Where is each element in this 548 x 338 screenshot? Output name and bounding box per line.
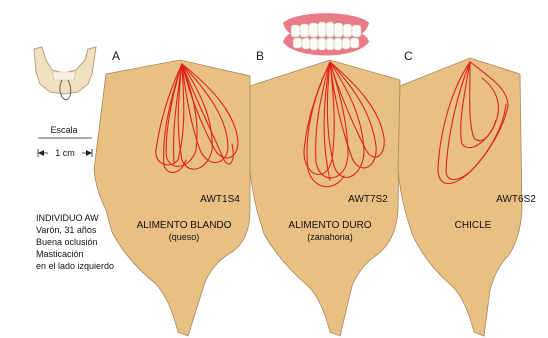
scale-bar: Escala 1 cm (38, 125, 92, 158)
panel-c-letter: C (404, 49, 413, 63)
scale-title: Escala (50, 125, 77, 135)
panel-b-code: AWT7S2 (348, 194, 388, 205)
panel-c-title: CHICLE (455, 220, 492, 231)
panel-c-code: AWT6S2 (496, 194, 536, 205)
panel-a-code: AWT1S4 (200, 194, 240, 205)
panel-b-subtitle: (zanahoria) (307, 232, 353, 242)
mandible-icon (34, 47, 96, 100)
subject-line-2: Varón, 31 años (36, 225, 97, 235)
subject-info: INDIVIDUO AW Varón, 31 años Buena oclusi… (36, 213, 114, 271)
subject-line-1: INDIVIDUO AW (36, 213, 99, 223)
subject-line-5: en el lado izquierdo (36, 261, 114, 271)
panel-a-letter: A (112, 49, 120, 63)
panel-b-letter: B (256, 49, 264, 63)
teeth-icon (283, 13, 369, 55)
subject-line-4: Masticación (36, 249, 84, 259)
panel-a-subtitle: (queso) (169, 232, 200, 242)
subject-line-3: Buena oclusión (36, 237, 98, 247)
panel-b-title: ALIMENTO DURO (288, 220, 371, 231)
panel-a-title: ALIMENTO BLANDO (137, 220, 232, 231)
scale-length: 1 cm (55, 148, 75, 158)
